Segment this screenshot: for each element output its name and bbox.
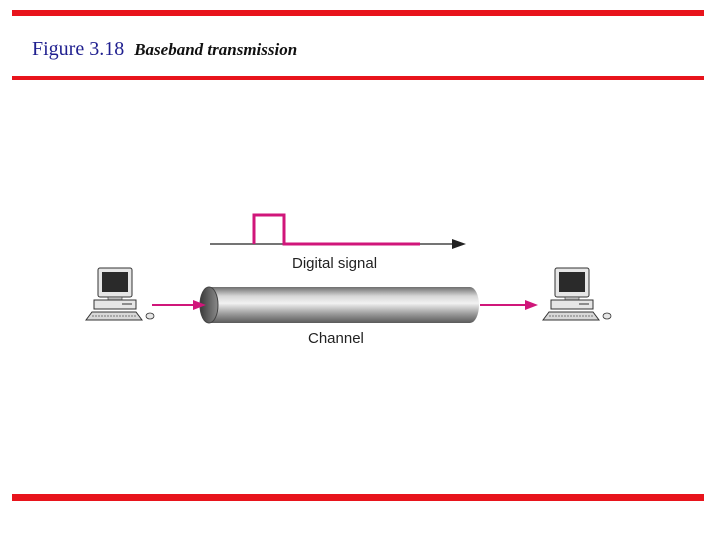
digital-signal (210, 215, 466, 249)
cylinder-body (209, 287, 470, 323)
channel-cylinder (200, 287, 479, 323)
cylinder-end-right (461, 287, 479, 323)
computer-receiver-icon (543, 268, 611, 320)
computer-sender-icon (86, 268, 154, 320)
bottom-rule (12, 494, 704, 501)
digital-signal-label: Digital signal (292, 255, 377, 272)
pulse-waveform (254, 215, 420, 244)
time-axis-arrowhead (452, 239, 466, 249)
input-arrow (152, 300, 206, 310)
channel-label: Channel (308, 330, 364, 347)
output-arrow (480, 300, 538, 310)
